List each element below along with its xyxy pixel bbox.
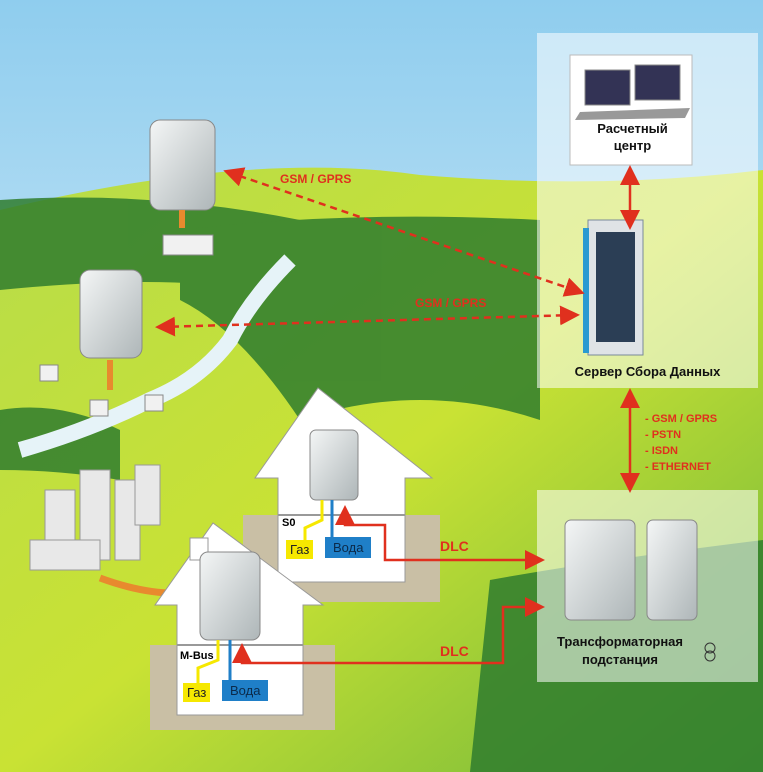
- gsm-label-mid: GSM / GPRS: [415, 296, 487, 310]
- dlc-label-lower: DLC: [440, 643, 469, 659]
- channel-ethernet: - ETHERNET: [645, 461, 711, 473]
- gsm-label-top: GSM / GPRS: [280, 172, 352, 186]
- river: [17, 254, 296, 458]
- substation-label: Трансформаторная подстанция: [556, 634, 684, 667]
- gsm-link-top: [223, 167, 585, 297]
- meter-icon: [309, 429, 359, 501]
- dlc-link-upper: [335, 505, 545, 570]
- small-houses: [39, 234, 214, 417]
- water-label: Вода: [222, 680, 269, 701]
- water-label: Вода: [325, 537, 372, 558]
- server-label: Сервер Сбора Данных: [574, 364, 721, 379]
- meter-icon: [149, 119, 216, 211]
- channel-gsm: - GSM / GPRS: [645, 413, 718, 425]
- dlc-label-upper: DLC: [440, 538, 469, 554]
- mbus-interface-label: M-Bus: [180, 650, 214, 662]
- dlc-link-lower: [232, 597, 545, 665]
- city-buildings: [29, 464, 161, 571]
- billing-center-label: Расчетный центр: [597, 121, 668, 153]
- channel-isdn: - ISDN: [645, 445, 678, 457]
- server-channels: - GSM / GPRS - PSTN - ISDN - ETHERNET: [645, 411, 717, 475]
- meter-icon: [79, 269, 143, 359]
- substation-meter-icon: [564, 519, 636, 621]
- transformer-icon: [704, 642, 716, 662]
- substation-meter-icon: [646, 519, 698, 621]
- meter-icon: [199, 551, 261, 641]
- channel-pstn: - PSTN: [645, 429, 682, 441]
- computer-icon: [575, 64, 690, 120]
- gas-label: Газ: [286, 540, 314, 559]
- gas-label: Газ: [183, 683, 211, 702]
- s0-interface-label: S0: [282, 517, 296, 529]
- server-rack-icon: [583, 219, 644, 356]
- gsm-link-mid: [155, 305, 580, 337]
